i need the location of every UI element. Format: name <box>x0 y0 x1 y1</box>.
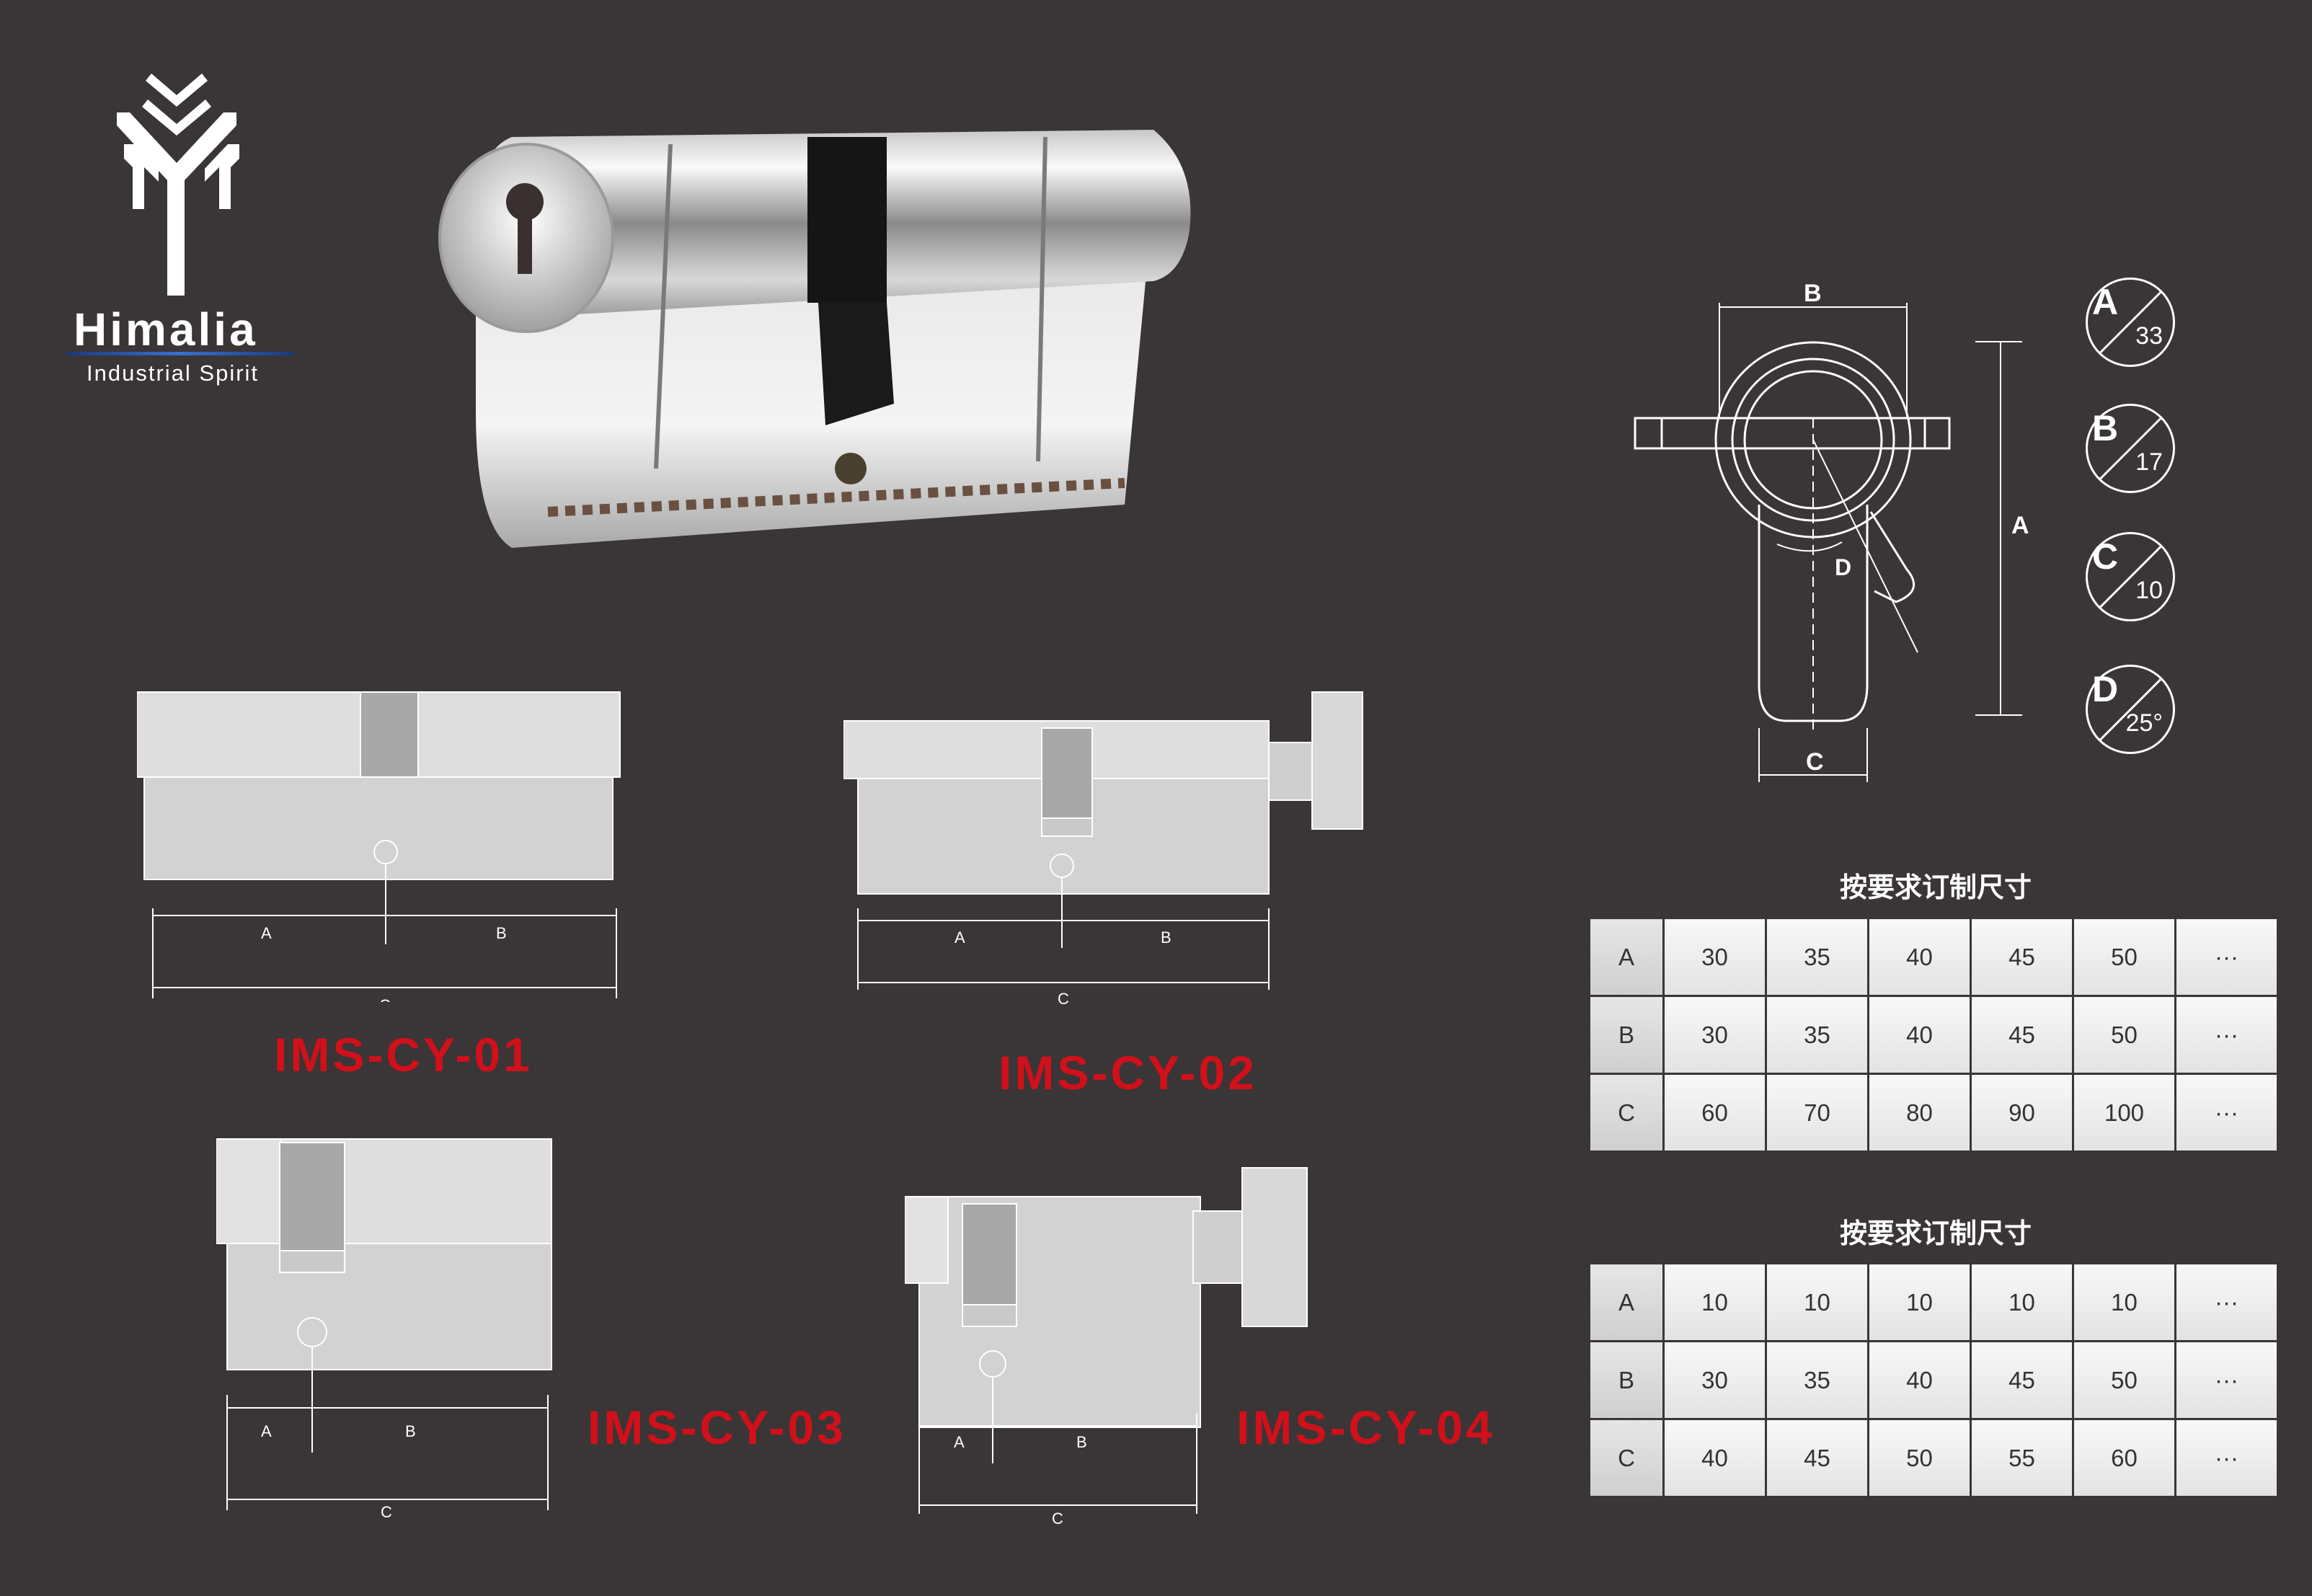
table-cell: ··· <box>2174 1073 2279 1153</box>
table-row: A 30 35 40 45 50 ··· <box>1588 917 2279 997</box>
row-label: C <box>1588 1073 1665 1153</box>
cylinder-drawing-03: A B C <box>216 1138 552 1521</box>
dim-b-label: B <box>405 1422 416 1440</box>
dim-c-label: C <box>379 996 391 1002</box>
table-cell: 40 <box>1867 995 1972 1075</box>
model-code-01: IMS-CY-01 <box>274 1028 533 1081</box>
brand-underline <box>66 352 294 355</box>
table-cell: 35 <box>1765 1340 1869 1420</box>
spec-table-1: A 30 35 40 45 50 ··· B 30 35 40 45 50 ··… <box>1588 917 2279 1153</box>
spec-table-2-title: 按要求订制尺寸 <box>1839 1219 2032 1249</box>
table-cell: 10 <box>2072 1262 2176 1342</box>
profile-label-b: B <box>1804 280 1822 307</box>
brand-logo: Himalia Industrial Spirit <box>58 65 303 396</box>
table-cell: 100 <box>2072 1073 2176 1153</box>
badge-b: B 17 <box>2086 404 2175 493</box>
table-row: A 10 10 10 10 10 ··· <box>1588 1262 2279 1342</box>
dim-c-label: C <box>1058 990 1069 1008</box>
table-cell: ··· <box>2174 995 2279 1075</box>
cylinder-drawing-04: A B C <box>905 1167 1308 1528</box>
table-cell: ··· <box>2174 917 2279 997</box>
dim-a-label: A <box>261 924 272 942</box>
table-cell: 10 <box>1765 1262 1869 1342</box>
table-cell: 45 <box>1970 917 2074 997</box>
model-code-04: IMS-CY-04 <box>1236 1401 1495 1454</box>
table-row: B 30 35 40 45 50 ··· <box>1588 1340 2279 1420</box>
table-cell: 35 <box>1765 995 1869 1075</box>
table-cell: 50 <box>1867 1418 1972 1498</box>
dim-a-label: A <box>954 1433 965 1451</box>
badge-d: D 25° <box>2086 665 2175 754</box>
table-row: B 30 35 40 45 50 ··· <box>1588 995 2279 1075</box>
table-cell: 10 <box>1867 1262 1972 1342</box>
table-cell: 30 <box>1662 1340 1767 1420</box>
table-cell: 90 <box>1970 1073 2074 1153</box>
table-cell: ··· <box>2174 1262 2279 1342</box>
cylinder-drawing-02: A B C <box>843 691 1363 1008</box>
row-label: B <box>1588 1340 1665 1420</box>
brand-tagline: Industrial Spirit <box>87 360 260 386</box>
table-row: C 40 45 50 55 60 ··· <box>1588 1418 2279 1498</box>
cylinder-drawing-01: A B C <box>137 691 621 1002</box>
dim-b-label: B <box>496 924 507 942</box>
table-cell: ··· <box>2174 1340 2279 1420</box>
badge-a: A 33 <box>2086 278 2175 367</box>
profile-label-c: C <box>1806 748 1824 776</box>
profile-label-a: A <box>2011 512 2029 539</box>
dim-c-label: C <box>381 1503 392 1521</box>
spec-table-1-title: 按要求订制尺寸 <box>1839 873 2032 903</box>
table-cell: 80 <box>1867 1073 1972 1153</box>
row-label: C <box>1588 1418 1665 1498</box>
brand-name: Himalia <box>74 303 258 355</box>
table-cell: 45 <box>1765 1418 1869 1498</box>
row-label: B <box>1588 995 1665 1075</box>
lock-cylinder-photo <box>438 130 1191 548</box>
model-code-02: IMS-CY-02 <box>998 1046 1257 1099</box>
row-label: A <box>1588 917 1665 997</box>
table-cell: 50 <box>2072 917 2176 997</box>
spec-table-2: A 10 10 10 10 10 ··· B 30 35 40 45 50 ··… <box>1588 1262 2279 1498</box>
table-cell: 40 <box>1867 917 1972 997</box>
table-cell: 10 <box>1662 1262 1767 1342</box>
table-cell: 30 <box>1662 917 1767 997</box>
table-cell: ··· <box>2174 1418 2279 1498</box>
himalia-emblem-icon <box>117 74 239 296</box>
table-cell: 70 <box>1765 1073 1869 1153</box>
dim-a-label: A <box>955 928 965 946</box>
table-cell: 50 <box>2072 1340 2176 1420</box>
table-cell: 10 <box>1970 1262 2074 1342</box>
table-cell: 50 <box>2072 995 2176 1075</box>
dim-b-label: B <box>1076 1433 1087 1451</box>
table-cell: 40 <box>1867 1340 1972 1420</box>
dim-b-label: B <box>1161 928 1171 946</box>
dim-a-label: A <box>261 1422 272 1440</box>
table-cell: 45 <box>1970 995 2074 1075</box>
profile-label-d: D <box>1835 554 1851 580</box>
table-cell: 40 <box>1662 1418 1767 1498</box>
cylinder-profile-drawing: B A D C <box>1634 280 2029 782</box>
table-cell: 30 <box>1662 995 1767 1075</box>
row-label: A <box>1588 1262 1665 1342</box>
badge-c: C 10 <box>2086 532 2175 621</box>
table-row: C 60 70 80 90 100 ··· <box>1588 1073 2279 1153</box>
table-cell: 55 <box>1970 1418 2074 1498</box>
table-cell: 45 <box>1970 1340 2074 1420</box>
model-code-03: IMS-CY-03 <box>588 1401 846 1454</box>
table-cell: 60 <box>2072 1418 2176 1498</box>
table-cell: 35 <box>1765 917 1869 997</box>
dim-c-label: C <box>1052 1509 1063 1528</box>
table-cell: 60 <box>1662 1073 1767 1153</box>
